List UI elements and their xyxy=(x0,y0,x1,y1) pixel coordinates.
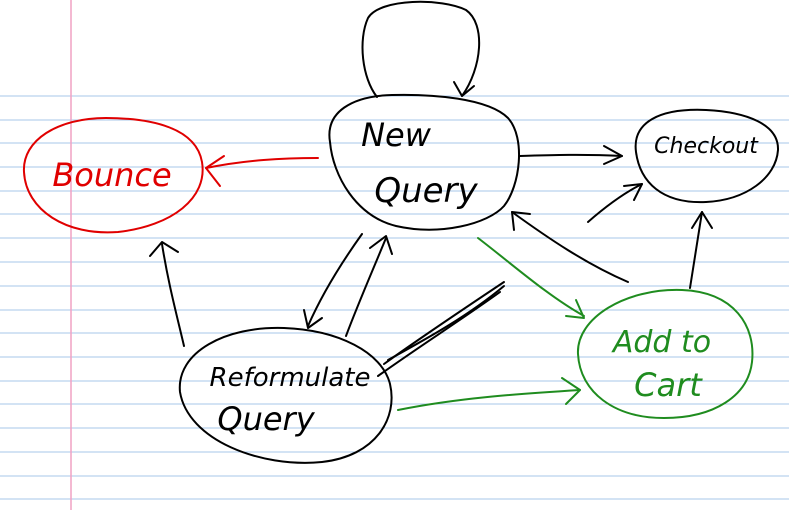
add-to-cart-label-line2: Cart xyxy=(634,366,703,404)
checkout-label: Checkout xyxy=(654,134,759,159)
bounce-label: Bounce xyxy=(52,156,171,194)
to-checkout-diagonal-arrow xyxy=(587,183,643,223)
reformulate-label-line2: Query xyxy=(217,400,315,438)
newquery-to-reformulate-arrow xyxy=(307,233,363,327)
scribble-line xyxy=(377,291,501,377)
add-to-cart-node xyxy=(576,288,754,419)
scribble-line xyxy=(387,285,505,361)
new-query-label-line1: New xyxy=(361,116,432,154)
reformulate-to-bounce-arrowhead xyxy=(149,241,179,257)
cart-to-checkout-arrowhead xyxy=(691,211,713,229)
cart-to-newquery-arrowhead xyxy=(511,211,531,231)
self-loop-arrowhead xyxy=(453,81,475,97)
ruled-lines xyxy=(0,95,789,500)
new-query-label-line2: Query xyxy=(374,171,478,211)
newquery-to-checkout-arrow xyxy=(519,153,623,157)
cart-to-checkout-arrow xyxy=(689,211,703,289)
add-to-cart-label-line1: Add to xyxy=(611,325,711,360)
new-query-node xyxy=(328,93,520,231)
newquery-to-checkout-arrowhead xyxy=(603,145,623,165)
self-loop-arrow xyxy=(361,0,481,98)
to-checkout-diagonal-arrowhead xyxy=(623,183,643,201)
checkout-node xyxy=(634,108,780,204)
newquery-to-bounce-arrow xyxy=(205,157,319,169)
newquery-to-cart-arrow xyxy=(477,237,585,317)
reformulate-to-bounce-arrow xyxy=(161,243,185,347)
newquery-to-bounce-arrowhead xyxy=(205,155,225,187)
reformulate-query-node xyxy=(178,326,393,464)
bounce-node xyxy=(22,117,204,234)
newquery-to-reformulate-arrowhead xyxy=(303,309,323,329)
reformulate-to-cart-arrow xyxy=(397,389,581,411)
cart-to-newquery-arrow xyxy=(511,211,629,283)
newquery-to-cart-arrowhead xyxy=(565,299,585,319)
reformulate-to-cart-arrowhead xyxy=(561,377,581,405)
reformulate-label-line1: Reformulate xyxy=(210,363,371,393)
reformulate-to-newquery-arrowhead xyxy=(369,235,393,255)
reformulate-to-newquery-arrow xyxy=(345,237,387,337)
